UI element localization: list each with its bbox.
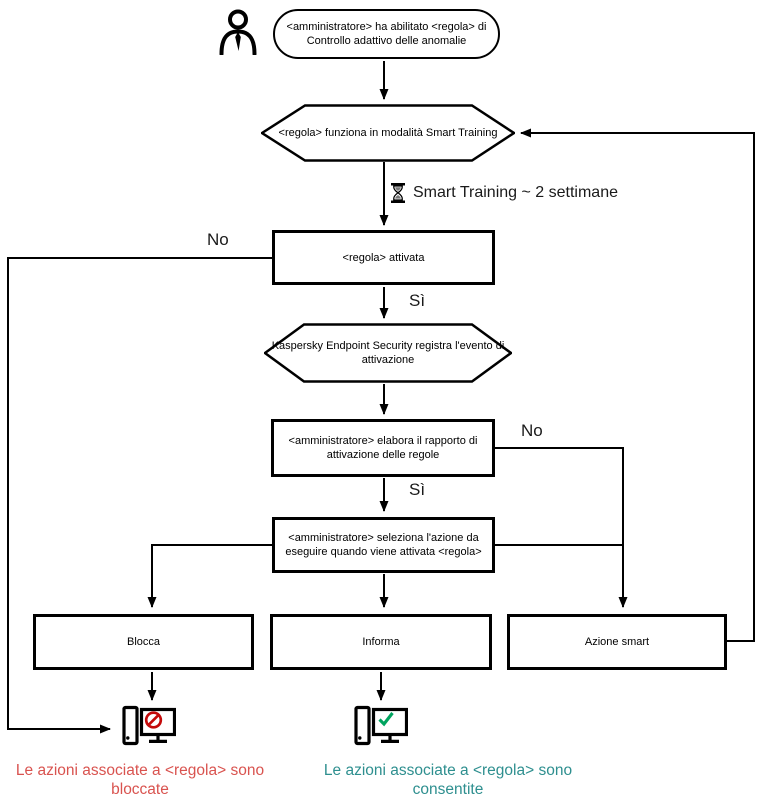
node-inform: Informa xyxy=(270,614,492,670)
node-logs-event-line2: attivazione xyxy=(361,354,415,366)
node-processes-report: <amministratore> elabora il rapporto di … xyxy=(271,419,495,477)
computer-allowed-icon xyxy=(354,705,408,746)
node-block: Blocca xyxy=(33,614,254,670)
edge-select-to-block xyxy=(147,544,273,608)
node-rule-triggered-label: <regola> attivata xyxy=(342,251,425,264)
node-start-label: <amministratore> ha abilitato <regola> d… xyxy=(287,20,487,48)
person-icon xyxy=(219,9,257,55)
node-start-line1: <amministratore> ha abilitato <regola> d… xyxy=(286,21,487,33)
hexagon-shape xyxy=(264,323,512,383)
node-rule-triggered: <regola> attivata xyxy=(272,230,495,285)
caption-blocked: Le azioni associate a <regola> sono bloc… xyxy=(4,761,276,799)
node-selects-action-line1: <amministratore> seleziona l'azione da xyxy=(288,532,479,544)
caption-blocked-line1: Le azioni associate a <regola> sono xyxy=(15,762,265,779)
label-yes-2: Sì xyxy=(409,480,426,499)
node-processes-report-line2: attivazione delle regole xyxy=(326,449,440,461)
label-yes-1: Sì xyxy=(409,291,426,310)
edge-smart-action-feedback-to-training xyxy=(520,128,755,642)
caption-allowed-line1: Le azioni associate a <regola> sono xyxy=(323,762,573,779)
caption-allowed: Le azioni associate a <regola> sono cons… xyxy=(312,761,584,799)
edge-report-no-to-smart-action xyxy=(495,447,628,608)
timer-annotation: Smart Training ~ 2 settimane xyxy=(391,183,618,203)
timer-label: Smart Training ~ 2 settimane xyxy=(413,184,618,201)
node-start: <amministratore> ha abilitato <regola> d… xyxy=(273,9,500,59)
hexagon-shape xyxy=(261,104,515,162)
node-smart-training-label: <regola> funziona in modalità Smart Trai… xyxy=(278,127,498,139)
checkmark-icon xyxy=(378,712,394,727)
hourglass-icon xyxy=(391,183,405,203)
node-smart-action-label: Azione smart xyxy=(584,636,650,648)
caption-allowed-line2: consentite xyxy=(412,781,484,798)
node-logs-event: Kaspersky Endpoint Security registra l'e… xyxy=(264,323,512,383)
node-inform-label: Informa xyxy=(362,636,400,648)
node-logs-event-line1: Kaspersky Endpoint Security registra l'e… xyxy=(271,340,505,352)
label-no-left: No xyxy=(207,230,229,249)
edge-triggered-no-to-blocked xyxy=(7,257,273,734)
node-smart-action: Azione smart xyxy=(507,614,727,670)
node-selects-action: <amministratore> seleziona l'azione da e… xyxy=(272,517,495,573)
node-logs-event-label: Kaspersky Endpoint Security registra l'e… xyxy=(272,339,505,367)
node-processes-report-line1: <amministratore> elabora il rapporto di xyxy=(288,435,478,447)
node-selects-action-label: <amministratore> seleziona l'azione da e… xyxy=(285,531,481,559)
computer-blocked-icon xyxy=(122,705,176,746)
node-processes-report-label: <amministratore> elabora il rapporto di … xyxy=(289,434,478,462)
node-selects-action-line2: eseguire quando viene attivata <regola> xyxy=(285,546,482,558)
label-no-right: No xyxy=(521,421,543,440)
node-start-line2: Controllo adattivo delle anomalie xyxy=(306,35,467,47)
node-smart-training-mode: <regola> funziona in modalità Smart Trai… xyxy=(261,104,515,162)
node-block-label: Blocca xyxy=(126,636,161,648)
caption-blocked-line2: bloccate xyxy=(111,781,169,798)
